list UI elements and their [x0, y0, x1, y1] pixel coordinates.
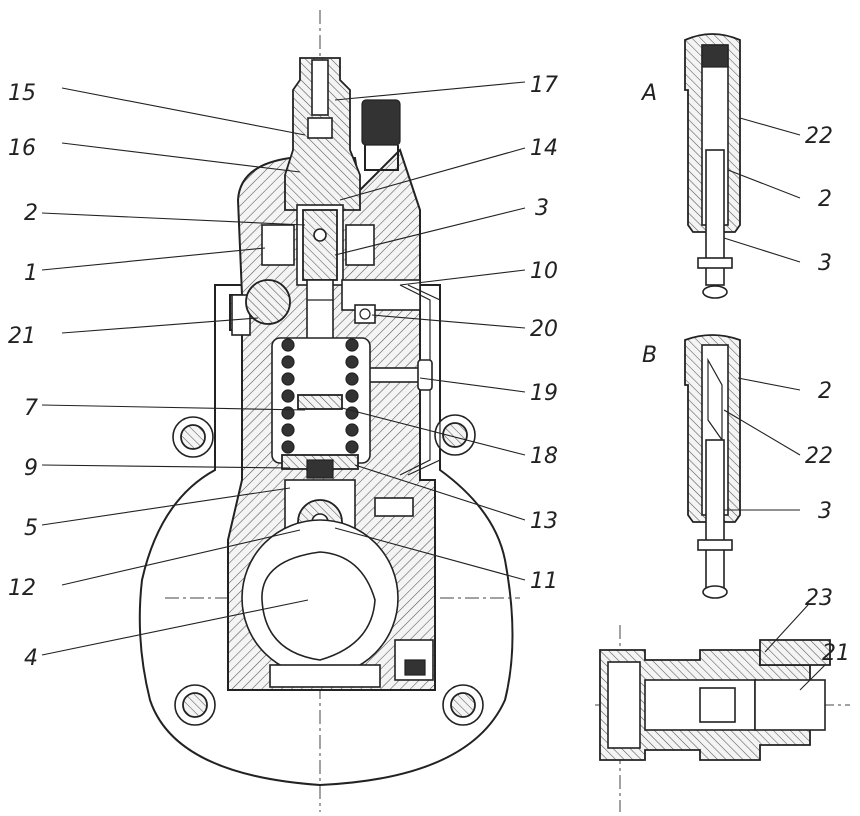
label-16: 16: [8, 136, 36, 161]
detail-a: [684, 33, 741, 299]
label-a-3: 3: [818, 251, 832, 276]
leader-20: [371, 314, 526, 329]
leader-14: [339, 147, 526, 201]
detail-a-plunger: [705, 149, 725, 286]
leader-a-3: [723, 237, 801, 263]
label-c-23: 23: [805, 586, 833, 611]
bolt-head-upper-right: [442, 422, 468, 448]
bolt-head-upper-left: [180, 424, 206, 450]
label-14: 14: [530, 136, 558, 161]
leader-b-22: [723, 409, 801, 456]
label-detail-b: B: [642, 343, 657, 368]
plunger-foot: [306, 459, 334, 479]
label-13: 13: [530, 509, 558, 534]
leader-1: [41, 247, 266, 271]
detail-b-plunger: [705, 439, 725, 589]
detail-a-arm: [697, 257, 733, 269]
leader-12: [61, 529, 301, 586]
leader-21: [61, 317, 259, 334]
barrel-port: [313, 228, 327, 242]
label-9: 9: [24, 456, 38, 481]
leader-9: [41, 464, 291, 469]
detail-c-fitting: [595, 625, 850, 812]
label-15: 15: [8, 81, 36, 106]
leader-7: [41, 404, 306, 411]
fitting-insert: [699, 687, 736, 723]
detail-b-arm: [697, 539, 733, 551]
knurled-screw: [361, 99, 401, 146]
label-b-22: 22: [805, 444, 833, 469]
leader-a-22: [739, 117, 801, 136]
fuel-gallery-left: [261, 224, 295, 266]
label-2: 2: [24, 201, 38, 226]
bolt-head-lower-right: [450, 692, 476, 718]
label-detail-a: A: [640, 81, 657, 106]
label-17: 17: [530, 73, 558, 98]
inlet-fitting-ball: [245, 279, 291, 325]
label-a-2: 2: [818, 187, 832, 212]
knurled-screw-stem: [364, 145, 399, 171]
leader-18: [341, 407, 526, 456]
leader-4: [41, 599, 309, 656]
label-11: 11: [530, 569, 558, 594]
delivery-valve-spring-chamber: [307, 117, 333, 139]
leader-lines: [41, 81, 826, 691]
leader-2: [41, 212, 306, 226]
detail-a-foot: [702, 285, 728, 299]
cam-lobe: [261, 551, 376, 661]
sump-cavity: [269, 664, 381, 688]
guide-screw-head: [417, 359, 433, 391]
tappet-guide-slot: [374, 497, 414, 517]
label-7: 7: [24, 396, 38, 421]
label-1: 1: [24, 261, 38, 286]
mounting-flange-outline: [138, 284, 514, 787]
leader-3: [334, 207, 526, 256]
label-12: 12: [8, 576, 36, 601]
leader-19: [419, 377, 526, 393]
leader-17: [334, 81, 526, 101]
fitting-pipe-21: [754, 679, 826, 731]
delivery-outlet-bore: [311, 59, 329, 116]
label-18: 18: [530, 444, 558, 469]
side-cover-plate: [407, 284, 441, 476]
leader-16: [61, 142, 301, 173]
leader-b-2: [737, 377, 801, 391]
fuel-gallery-right: [345, 224, 375, 266]
label-4: 4: [24, 646, 38, 671]
detail-b-foot: [702, 585, 728, 599]
rack-clamp: [354, 304, 376, 324]
label-c-21: 21: [822, 641, 850, 666]
leader-11: [334, 527, 526, 581]
leader-13: [354, 464, 526, 521]
pump-element-barrel: [302, 209, 338, 281]
label-b-3: 3: [818, 499, 832, 524]
fitting-collar-23: [759, 639, 831, 666]
leader-c-23: [764, 604, 809, 653]
label-10: 10: [530, 259, 558, 284]
leader-c-21: [799, 664, 826, 691]
label-a-22: 22: [805, 124, 833, 149]
control-sleeve: [297, 394, 343, 410]
drain-plug-head: [404, 659, 426, 676]
label-5: 5: [24, 516, 38, 541]
label-20: 20: [530, 317, 558, 342]
part-labels: 15 16 2 1 21 7 9 5 12 4 17 14 3 10 20 19…: [8, 73, 850, 671]
rack-clamp-screw: [359, 308, 371, 320]
leader-15: [61, 87, 306, 136]
label-3: 3: [535, 196, 549, 221]
detail-a-chamber: [701, 44, 729, 68]
detail-b: [684, 334, 741, 599]
bolt-head-lower-left: [182, 692, 208, 718]
leader-a-2: [727, 169, 801, 199]
label-21: 21: [8, 324, 36, 349]
label-b-2: 2: [818, 379, 832, 404]
leader-10: [399, 269, 526, 286]
main-pump-section: [138, 10, 520, 812]
label-19: 19: [530, 381, 558, 406]
fitting-nut: [607, 661, 641, 749]
leader-5: [41, 487, 291, 526]
